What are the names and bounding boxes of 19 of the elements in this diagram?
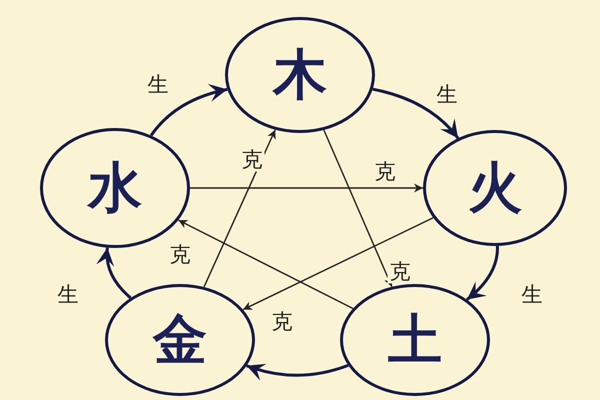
cycle-arrow <box>372 88 460 140</box>
cycle-arrow <box>466 246 499 301</box>
element-circle: 土 <box>340 284 490 396</box>
element-circle: 金 <box>105 284 255 396</box>
edge-label: 克 <box>168 243 192 267</box>
cycle-arrow <box>96 248 132 299</box>
edge-label: 克 <box>240 148 264 172</box>
edge-label: 克 <box>270 310 294 334</box>
cycle-arrow <box>246 364 349 380</box>
edge-label: 克 <box>388 260 412 284</box>
element-circle: 火 <box>423 130 567 246</box>
arrow <box>323 130 393 287</box>
arrow <box>242 217 434 310</box>
cycle-arrow <box>150 84 228 136</box>
element-circle: 木 <box>225 17 375 133</box>
arrow <box>178 219 354 310</box>
edge-label: 克 <box>372 160 398 184</box>
arrow <box>203 129 276 288</box>
arrow <box>190 184 423 192</box>
